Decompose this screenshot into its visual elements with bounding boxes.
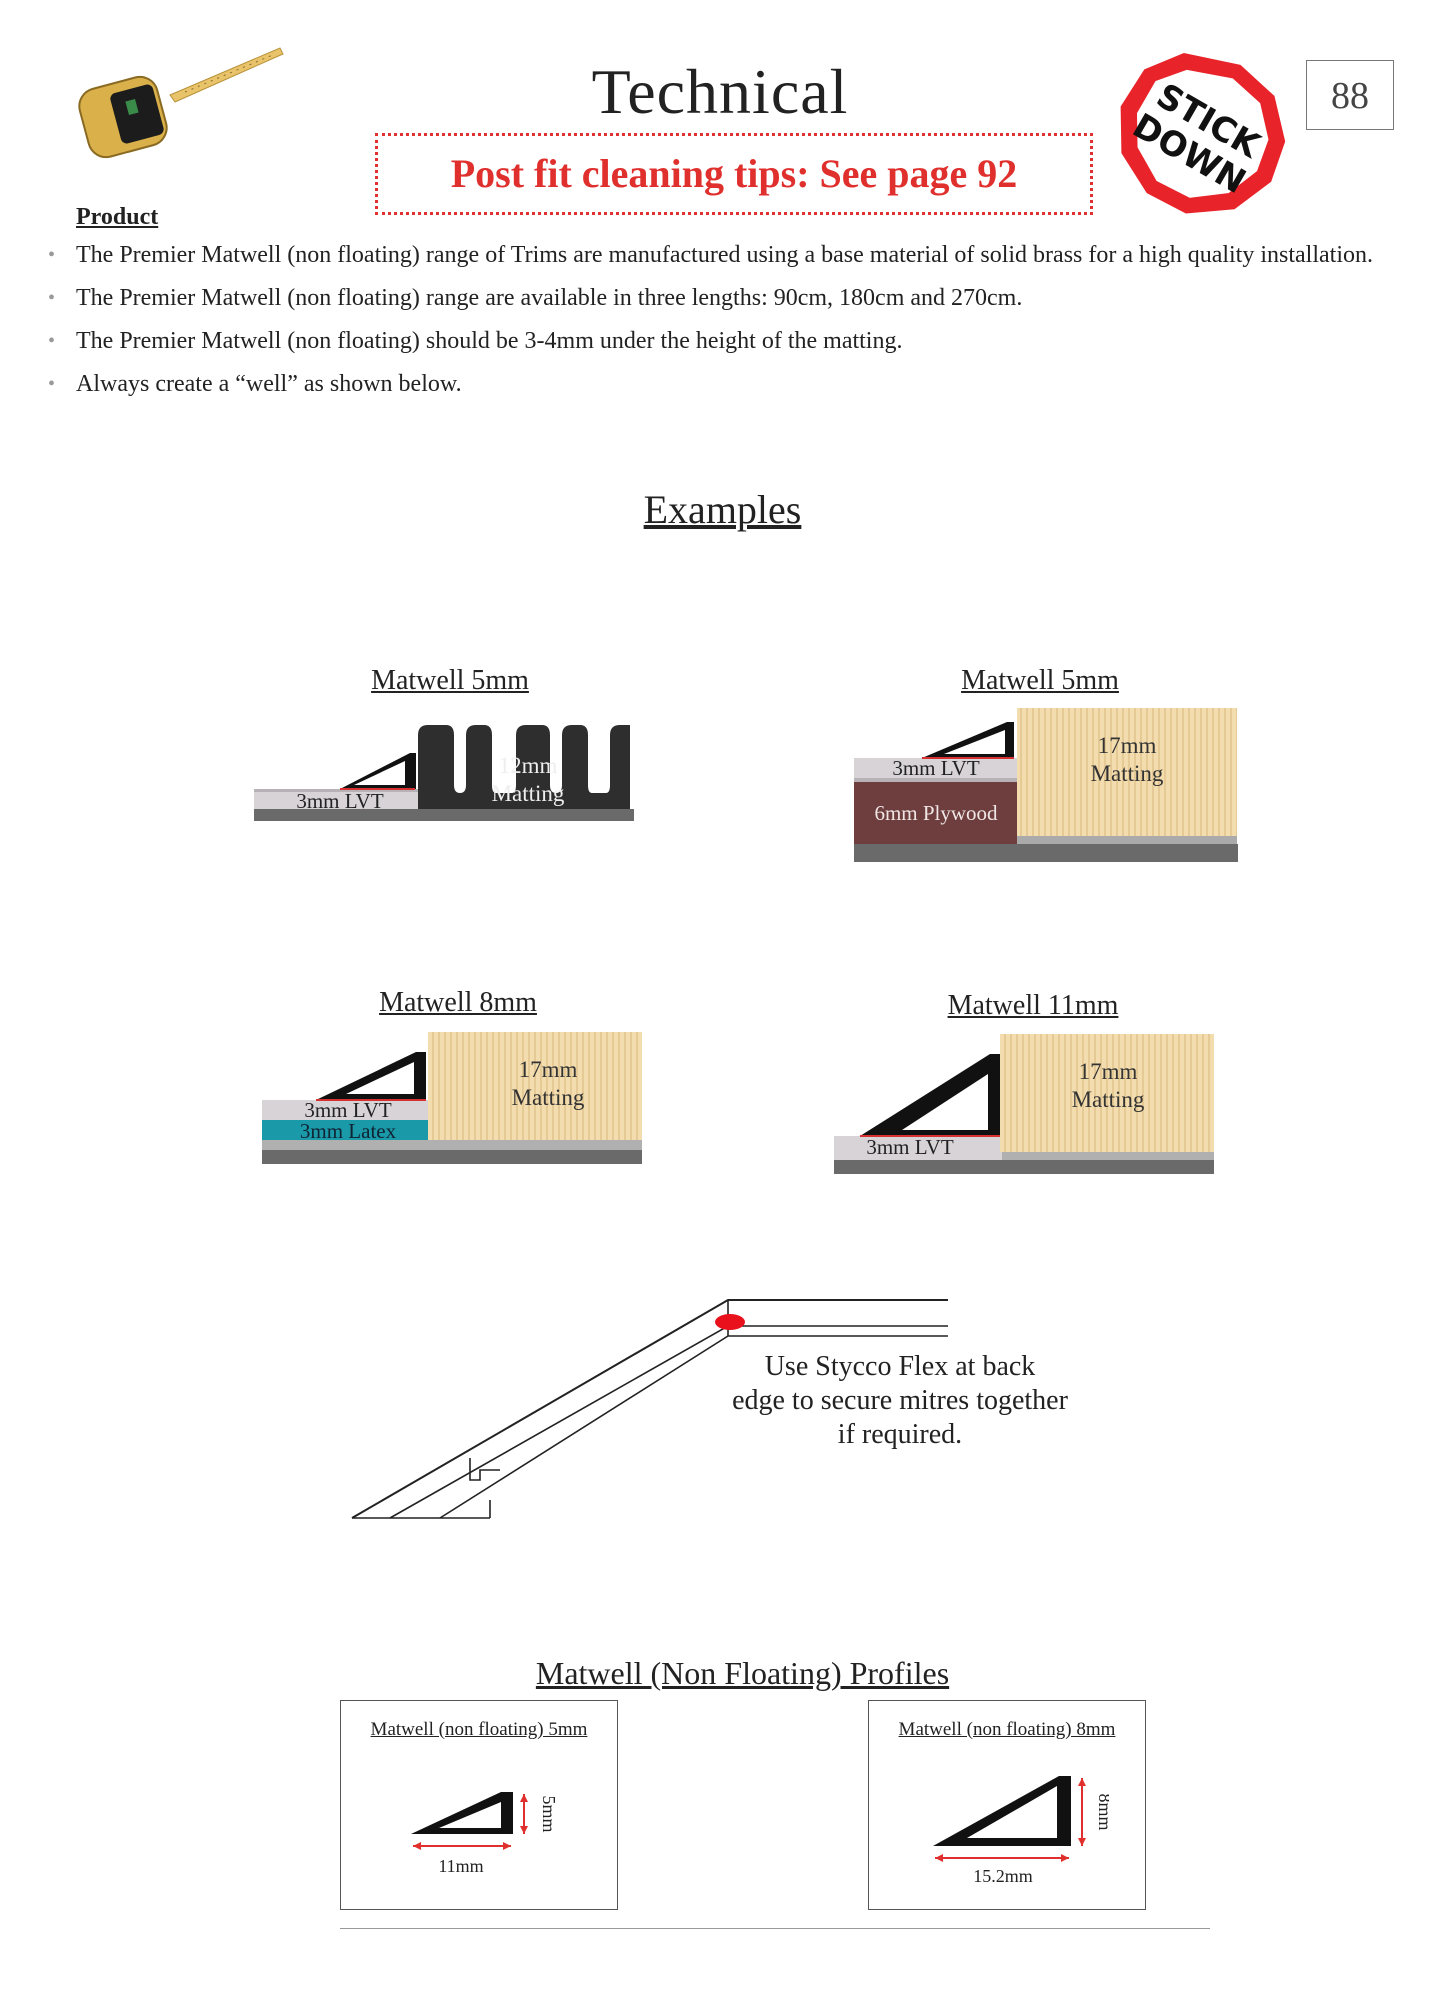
product-heading: Product xyxy=(76,204,159,230)
product-bullet-list: The Premier Matwell (non floating) range… xyxy=(48,240,1398,412)
profile-card-5mm: Matwell (non floating) 5mm 11mm 5mm xyxy=(340,1700,618,1910)
mitre-note-line: if required. xyxy=(837,1419,963,1450)
label-17mm: 17mm xyxy=(1079,1059,1138,1084)
matwell-8mm-diagram: 17mm Matting 3mm LVT 3mm Latex xyxy=(262,1032,642,1164)
page-title: Technical xyxy=(591,56,849,127)
profile-width-label: 15.2mm xyxy=(973,1866,1033,1886)
label-matting: Matting xyxy=(512,1085,585,1110)
label-17mm: 17mm xyxy=(1098,733,1157,758)
product-bullet: The Premier Matwell (non floating) range… xyxy=(48,283,1398,313)
label-matting: Matting xyxy=(492,781,565,806)
label-12mm: 12mm xyxy=(499,753,558,778)
product-bullet: Always create a “well” as shown below. xyxy=(48,369,1398,399)
profile-title: Matwell (non floating) 5mm xyxy=(370,1719,588,1740)
diagram-title-matwell-11mm: Matwell 11mm xyxy=(947,990,1119,1021)
label-3mm-lvt: 3mm LVT xyxy=(304,1098,391,1122)
profile-width-label: 11mm xyxy=(438,1856,483,1876)
examples-heading: Examples xyxy=(643,487,802,532)
matwell-5mm-12mm-matting-diagram: 3mm LVT 12mm Matting xyxy=(254,725,634,821)
label-3mm-latex: 3mm Latex xyxy=(300,1119,397,1143)
label-3mm-lvt: 3mm LVT xyxy=(892,756,979,780)
mitre-note-line: edge to secure mitres together xyxy=(732,1385,1068,1416)
profile-height-label: 5mm xyxy=(539,1795,559,1832)
profiles-heading: Matwell (Non Floating) Profiles xyxy=(535,1655,950,1691)
label-17mm: 17mm xyxy=(519,1057,578,1082)
cleaning-tip-banner: Post fit cleaning tips: See page 92 xyxy=(375,133,1093,215)
product-bullet: The Premier Matwell (non floating) shoul… xyxy=(48,326,1398,356)
profile-card-8mm: Matwell (non floating) 8mm 15.2mm 8mm xyxy=(868,1700,1146,1910)
label-3mm-lvt: 3mm LVT xyxy=(296,789,383,813)
mitre-note-line: Use Stycco Flex at back xyxy=(764,1351,1036,1382)
page-number: 88 xyxy=(1306,60,1394,130)
stick-down-stamp: STICK DOWN xyxy=(1105,50,1295,220)
label-matting: Matting xyxy=(1072,1087,1145,1112)
tape-measure-icon xyxy=(75,40,295,160)
mitre-note: Use Stycco Flex at back edge to secure m… xyxy=(690,1350,1110,1452)
profile-height-label: 8mm xyxy=(1095,1793,1109,1830)
label-6mm-plywood: 6mm Plywood xyxy=(874,801,998,825)
label-matting: Matting xyxy=(1091,761,1164,786)
matwell-11mm-diagram: 17mm Matting 3mm LVT xyxy=(834,1034,1214,1174)
diagram-title-matwell-5mm-b: Matwell 5mm xyxy=(961,665,1119,696)
matwell-5mm-17mm-matting-diagram: 17mm Matting 3mm LVT 6mm Plywood xyxy=(854,708,1238,862)
diagram-title-matwell-5mm-a: Matwell 5mm xyxy=(371,665,529,696)
label-3mm-lvt: 3mm LVT xyxy=(866,1135,953,1159)
profile-title: Matwell (non floating) 8mm xyxy=(898,1719,1116,1740)
bottom-divider xyxy=(340,1928,1210,1929)
mitre-corner-diagram xyxy=(351,1299,948,1519)
diagram-title-matwell-8mm: Matwell 8mm xyxy=(379,987,537,1018)
product-bullet: The Premier Matwell (non floating) range… xyxy=(48,240,1398,270)
